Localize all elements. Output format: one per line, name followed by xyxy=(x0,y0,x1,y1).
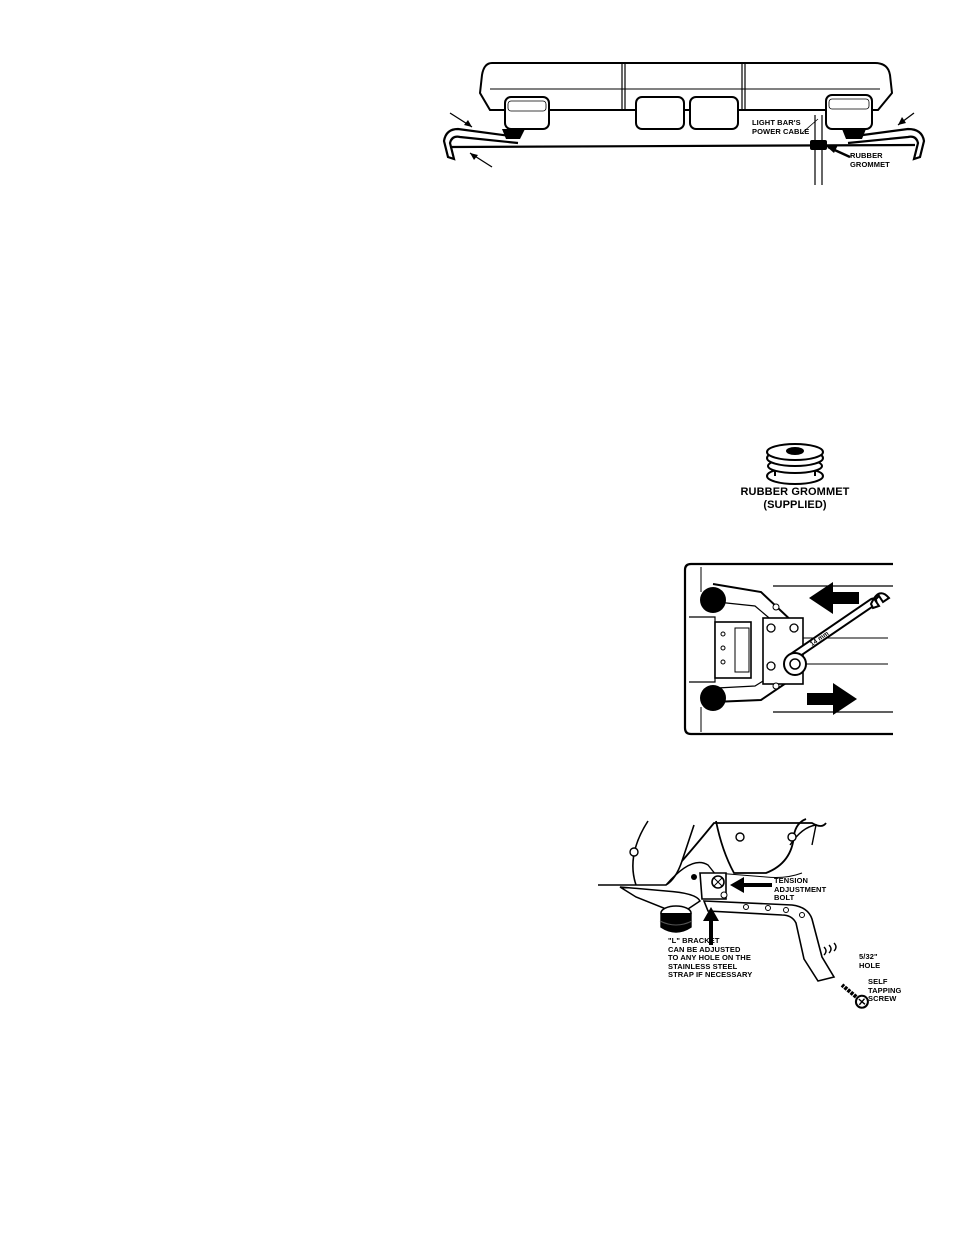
wrench-tightening-figure: 14 mm xyxy=(683,562,898,737)
tension-bolt-label: TENSION ADJUSTMENT BOLT xyxy=(774,877,826,903)
wrench-drawing xyxy=(683,562,898,737)
grommet-caption: RUBBER GROMMET (SUPPLIED) xyxy=(730,486,860,512)
grommet-drawing xyxy=(730,440,860,485)
l-bracket-label: "L" BRACKET CAN BE ADJUSTED TO ANY HOLE … xyxy=(668,937,752,980)
rubber-grommet-label: RUBBER GROMMET xyxy=(850,152,890,169)
hole-size-label: 5/32" HOLE xyxy=(859,953,880,970)
self-tapping-screw-label: SELF TAPPING SCREW xyxy=(868,978,901,1004)
light-bar-mounting-figure: LIGHT BAR'S POWER CABLE RUBBER GROMMET xyxy=(430,55,930,185)
l-bracket-figure: TENSION ADJUSTMENT BOLT "L" BRACKET CAN … xyxy=(596,815,926,1015)
power-cable-label: LIGHT BAR'S POWER CABLE xyxy=(752,119,809,136)
rubber-grommet-figure: RUBBER GROMMET (SUPPLIED) xyxy=(730,440,860,520)
